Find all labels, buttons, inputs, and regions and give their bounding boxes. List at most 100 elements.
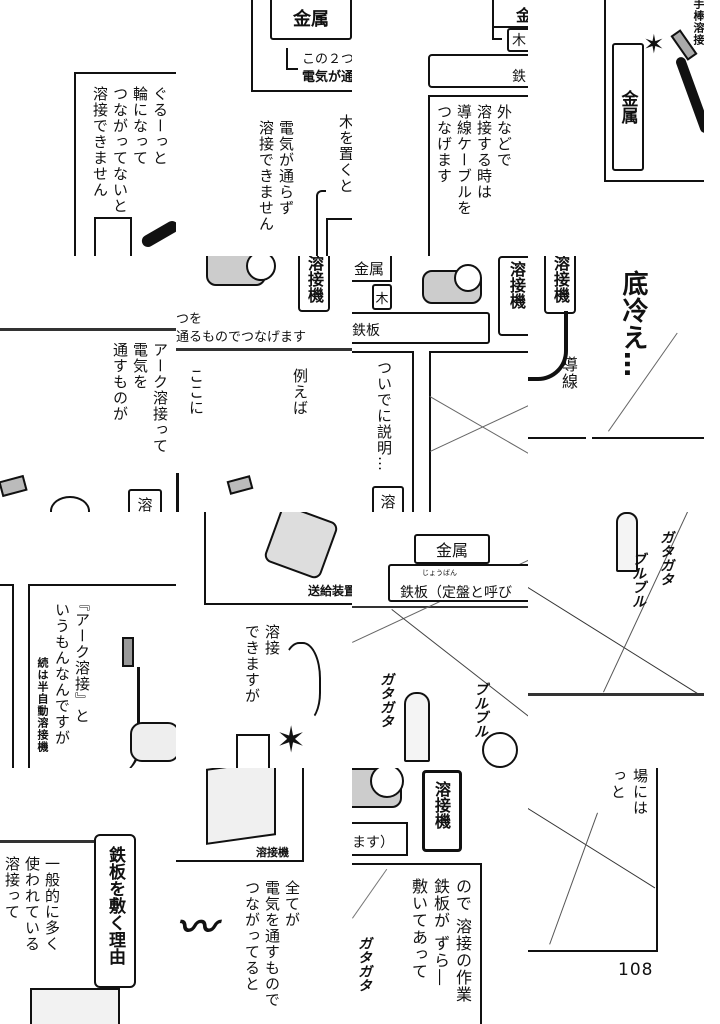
welding-machine-icon xyxy=(206,256,266,286)
welder-label: 溶接機 xyxy=(298,256,330,312)
tile-side-note: 金属 木 鉄板 溶接機 ついでに説明… 溶 xyxy=(352,256,528,512)
worker-character-icon xyxy=(404,692,430,762)
metal-block xyxy=(236,734,270,768)
tile-page-end: 場には っと 108 xyxy=(528,768,704,1024)
metal-label: 金属 xyxy=(414,534,490,564)
caption-line: アーク溶接って xyxy=(151,342,169,454)
plate-label: ます） xyxy=(352,822,408,856)
wood-label: 木 xyxy=(372,284,392,310)
sound-effect: ガタガタ xyxy=(378,672,394,728)
panel-border xyxy=(74,72,176,256)
ruby-text: じょうばん xyxy=(422,569,457,577)
worker-character-icon xyxy=(616,512,638,572)
wheel-icon xyxy=(370,768,404,798)
welder-label: 溶 xyxy=(372,486,404,512)
caption-line: 場には xyxy=(631,768,649,816)
tile-why-plates: 鉄板を敷く理由 一般的に多く 使われている 溶接って xyxy=(0,768,176,1024)
plate-label: 鉄 xyxy=(428,54,528,88)
floor-panel xyxy=(429,351,528,512)
caption-line: 通すものが xyxy=(111,342,129,422)
tile-surface-plate: 金属 鉄板（定盤と呼び じょうばん ガタガタ ブルブル xyxy=(352,512,528,768)
tile-plates-laid: ます） 溶接機 ので 溶接の作業 鉄板が ずら― 敷いてあって ガタガタ xyxy=(352,768,528,1024)
caption-line: 溶接って xyxy=(3,856,21,920)
tile-weld-possible: 送給装置 溶接 できますが ✶ xyxy=(176,512,352,768)
metal-block xyxy=(326,218,352,256)
caption-line: 輪になって xyxy=(131,86,149,166)
welder-label: 溶接機 xyxy=(422,770,462,852)
caption-line: 底冷え… xyxy=(618,270,648,378)
tile-cold-floor: 溶接機 導線 底冷え… xyxy=(528,256,704,512)
plate-label: 鉄板（定盤と呼び xyxy=(388,564,528,602)
floor-line xyxy=(528,587,698,694)
cable-label: 導線 xyxy=(559,356,578,390)
tile-arc-welding-name: 『アーク溶接』と いうもんなんですが 続は半自動溶接機 xyxy=(0,512,176,768)
metal-label: 金属 xyxy=(612,43,644,171)
spark-icon: ✶ xyxy=(276,720,307,761)
sound-effect: ガタガタ xyxy=(658,530,674,586)
machine-wheel-icon xyxy=(50,496,90,512)
caption-line: 溶接できません xyxy=(91,86,109,198)
gutter xyxy=(586,256,592,439)
panel-border xyxy=(176,473,179,512)
handwritten-note: 続は半自動溶接機 xyxy=(36,657,49,753)
tile-connection-example: 溶接機 つを 通るものでつなげます ここに 例えば xyxy=(176,256,352,512)
caption-line: できますが xyxy=(243,624,261,704)
panel-border xyxy=(0,584,14,768)
annotation: この２つ xyxy=(302,52,352,67)
torch-icon xyxy=(122,637,134,667)
caption-line: ここに xyxy=(187,368,205,416)
caption-line: 全てが xyxy=(283,880,301,928)
caption-line: つながってると xyxy=(243,880,261,992)
page-number: 108 xyxy=(618,960,654,980)
clamp-icon xyxy=(226,475,254,495)
sound-effect: ブルブル xyxy=(630,552,646,608)
caption-line: 『アーク溶接』と xyxy=(73,596,91,724)
welder-label: 溶接機 xyxy=(498,256,528,336)
cable-icon xyxy=(528,311,568,381)
tile-shivering: ガタガタ ブルブル xyxy=(528,512,704,768)
arrow-icon xyxy=(492,0,502,40)
panel-border xyxy=(0,328,176,331)
caption-line: 鉄板が ずら― xyxy=(431,878,450,987)
caption-line: 導線ケーブルを xyxy=(455,104,473,216)
caption-line: ので 溶接の作業 xyxy=(453,878,472,1004)
wood-label: 木 xyxy=(507,28,528,52)
caption-line: 敷いてあって xyxy=(409,878,428,980)
metal-label: 金属 xyxy=(270,0,352,40)
panel-border xyxy=(352,351,414,512)
smoke-icon xyxy=(281,642,321,722)
caption-line: 通るものでつなげます xyxy=(176,330,307,345)
section-title: 鉄板を敷く理由 xyxy=(94,834,136,988)
caption-line: 溶接できません xyxy=(257,120,275,232)
wire-feeder-icon xyxy=(130,722,176,762)
cable-icon xyxy=(110,667,140,768)
caption-line: 溶接する時は xyxy=(475,104,493,200)
caption-line: つながってないと xyxy=(111,86,129,214)
annotation: 手棒溶接 xyxy=(692,0,704,46)
panel-border xyxy=(352,606,528,608)
caption-line: つなげます xyxy=(435,104,453,184)
sound-effect: ガタガタ xyxy=(356,936,372,992)
tile-all-conductive: 溶接機 全てが 電気を通すもので つながってると 〰 xyxy=(176,768,352,1024)
sound-effect: ブルブル xyxy=(472,682,488,738)
pointer-line xyxy=(316,190,326,256)
tile-stick-welding: 金属 ✶ 手棒溶接 xyxy=(528,0,704,256)
annotation: 電気が通 xyxy=(302,70,352,85)
metal-label: 金属 xyxy=(352,256,392,282)
caption-line: 例えば xyxy=(291,368,309,416)
tile-outdoor-cable: 金 木 鉄 外などで 溶接する時は 導線ケーブルを つなげます xyxy=(352,0,528,256)
panel-border xyxy=(528,693,704,696)
caption-line: 溶接 xyxy=(263,624,281,656)
arrow-icon xyxy=(286,48,298,70)
wheel-icon xyxy=(454,264,482,292)
caption-line: っと xyxy=(609,768,627,800)
caption-line: 外などで xyxy=(495,104,513,168)
clamp-icon xyxy=(0,474,28,498)
squiggle-sfx-icon: 〰 xyxy=(176,905,216,951)
panel-border xyxy=(604,0,704,182)
panel-border xyxy=(204,512,352,605)
feeder-label: 送給装置 xyxy=(308,584,352,598)
wheel-icon xyxy=(246,256,276,281)
spark-icon: ✶ xyxy=(643,30,665,60)
caption-line: 一般的に多く xyxy=(43,856,61,952)
